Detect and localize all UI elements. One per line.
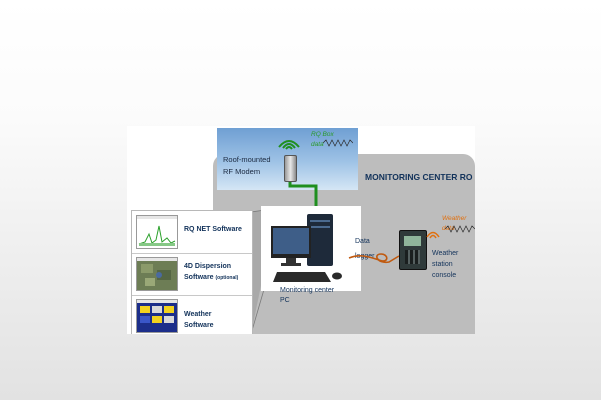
dispersion-line1: 4D Dispersion [184,263,232,270]
logger-line1: Data [355,238,370,245]
computer-icon [271,214,342,282]
weather-software-thumbnail [136,299,178,333]
console-screen [404,236,421,246]
rq-box-line1: RQ Box [311,131,334,138]
console-keys [405,250,420,264]
dispersion-line2: Software [184,274,214,281]
software-item-rq-net: RQ NET Software [132,211,252,254]
weather-data-line1: Weather [442,215,467,222]
station-line1: Weather [432,250,459,257]
weather-software-line2: Software [184,322,214,329]
roof-label-line1: Roof-mounted [223,155,271,164]
station-line3: console [432,272,457,279]
software-item-weather: Weather Software [132,295,252,334]
rq-data-wave-icon [323,139,353,147]
optional-note: (optional) [215,275,239,281]
pc-label: Monitoring center PC [280,286,334,306]
roof-modem-label: Roof-mounted RF Modem [223,154,271,178]
weather-station-console-icon [399,230,427,270]
wifi-signal-icon [278,140,300,150]
diagram-slide: MONITORING CENTER RO Roof-mounted RF Mod… [127,126,475,334]
logger-cable [348,253,400,264]
dispersion-map-thumbnail [136,257,178,291]
weather-data-wave-icon [445,225,475,233]
roof-label-line2: RF Modem [223,167,261,176]
rf-modem-icon [284,155,297,182]
weather-signal-icon [426,231,440,239]
pc-label-line2: PC [280,297,290,304]
weather-station-label: Weather station console [432,248,458,281]
dispersion-label: 4D Dispersion Software (optional) [184,261,238,284]
rq-box-data-label: RQ Box data [311,130,334,150]
weather-data-label: Weather data [442,214,466,234]
software-panel: RQ NET Software 4D Dispersion Software (… [131,210,253,334]
software-item-4d-dispersion: 4D Dispersion Software (optional) [132,253,252,296]
rq-net-label: RQ NET Software [184,226,242,233]
weather-software-line1: Weather [184,311,212,318]
station-line2: station [432,261,453,268]
modem-cable [288,182,318,214]
weather-data-line2: data [442,225,455,232]
rq-box-line2: data [311,141,324,148]
pc-label-line1: Monitoring center [280,287,335,294]
monitoring-center-title: MONITORING CENTER RO [365,172,473,182]
rq-net-thumbnail [136,215,178,249]
weather-software-label: Weather Software [184,309,214,331]
